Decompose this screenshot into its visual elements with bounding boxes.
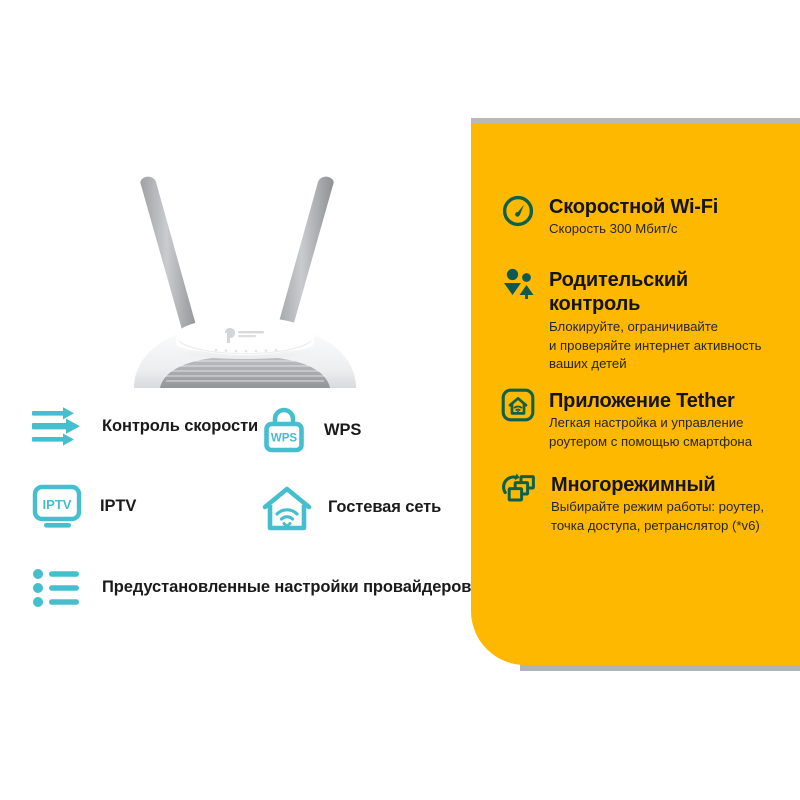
feature-label: IPTV: [100, 497, 137, 516]
guest-network-house-wifi-icon: [260, 483, 314, 533]
feature-iptv: IPTV IPTV: [30, 483, 260, 531]
feature-label: WPS: [324, 421, 362, 440]
panel-feature-parental-control: Родительский контроль Блокируйте, ограни…: [501, 267, 762, 374]
wps-lock-icon: WPS: [260, 405, 308, 457]
speed-arrows-icon: [30, 405, 86, 449]
tp-link-logo: [225, 328, 264, 343]
feature-guest-network: Гостевая сеть: [260, 483, 475, 533]
feature-row-2: IPTV IPTV: [30, 483, 475, 565]
feature-preset-isp-settings: Предустановленные настройки провайдеров: [30, 565, 471, 611]
router-top-shell: [176, 317, 314, 359]
feature-label: Контроль скорости: [102, 417, 259, 436]
panel-bottom-shadow-strip: [520, 663, 800, 671]
panel-feature-desc: Легкая настройка и управление роутером с…: [549, 415, 753, 450]
left-feature-list: Контроль скорости WPS WPS: [30, 405, 475, 635]
svg-text:WPS: WPS: [271, 433, 298, 445]
feature-label: Предустановленные настройки провайдеров: [102, 578, 472, 597]
iptv-screen-icon: IPTV: [30, 483, 86, 531]
panel-feature-title: Родительский контроль: [549, 269, 689, 316]
multimode-squares-icon: [501, 472, 537, 511]
antenna-right: [274, 176, 334, 345]
feature-row-1: Контроль скорости WPS WPS: [30, 405, 475, 483]
svg-text:IPTV: IPTV: [43, 497, 72, 512]
feature-row-3: Предустановленные настройки провайдеров: [30, 565, 475, 635]
panel-feature-desc: Блокируйте, ограничивайте и проверяйте и…: [549, 318, 762, 372]
router-product-image: [120, 150, 370, 400]
panel-feature-multimode: Многорежимный Выбирайте режим работы: ро…: [501, 472, 764, 536]
panel-top-shadow-strip: [471, 118, 800, 125]
bullet-list-icon: [30, 565, 86, 611]
panel-feature-title: Приложение Tether: [549, 390, 735, 412]
panel-feature-tether-app: Приложение Tether Легкая настройка и упр…: [501, 388, 752, 452]
panel-feature-desc: Выбирайте режим работы: роутер, точка до…: [551, 499, 765, 534]
feature-highlight-panel: Скоростной Wi-Fi Скорость 300 Мбит/с Род…: [471, 124, 800, 665]
tether-app-house-icon: [501, 388, 535, 427]
panel-feature-title: Многорежимный: [551, 474, 716, 496]
feature-label: Гостевая сеть: [328, 498, 442, 517]
antenna-left: [140, 176, 200, 345]
panel-feature-desc: Скорость 300 Мбит/с: [549, 221, 678, 237]
led-indicator-row: [214, 348, 278, 353]
panel-feature-fast-wifi: Скоростной Wi-Fi Скорость 300 Мбит/с: [501, 194, 718, 239]
parental-control-people-icon: [501, 267, 535, 306]
router-illustration: [134, 176, 356, 388]
feature-wps: WPS WPS: [260, 405, 475, 457]
feature-speed-control: Контроль скорости: [30, 405, 260, 449]
panel-feature-title: Скоростной Wi-Fi: [549, 196, 719, 218]
speedometer-icon: [501, 194, 535, 233]
